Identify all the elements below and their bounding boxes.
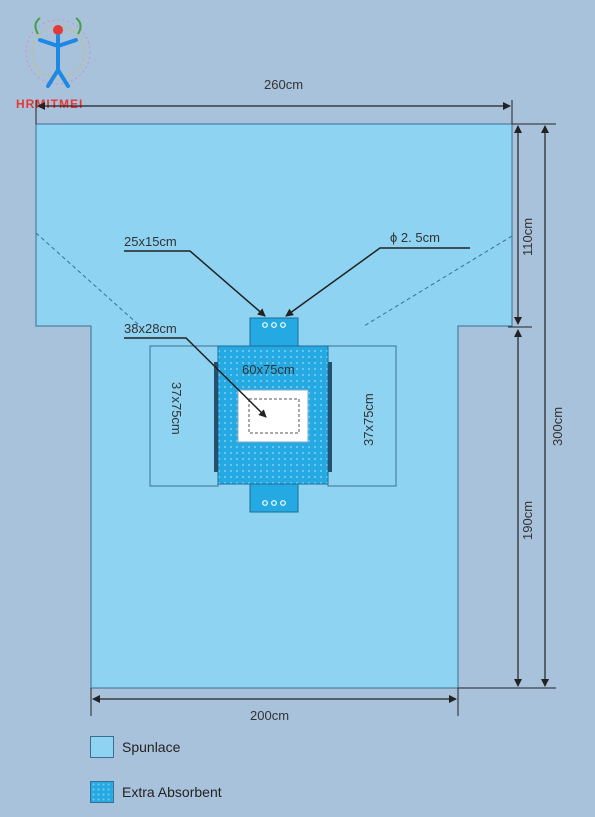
fold-line-left (35, 232, 141, 327)
spunlace-swatch (90, 736, 114, 758)
edge-bar-left (214, 362, 218, 472)
legend-item-absorbent: Extra Absorbent (90, 781, 222, 803)
incise-film (248, 398, 300, 434)
edge-bar-right (328, 362, 332, 472)
left-panel (149, 345, 219, 487)
dim-left-panel: 37x75cm (169, 382, 184, 435)
dim-hole: ϕ 2. 5cm (390, 230, 440, 245)
legend-label-spunlace: Spunlace (122, 739, 181, 755)
legend-item-spunlace: Spunlace (90, 736, 180, 758)
dim-top-height: 110cm (520, 218, 535, 256)
dim-total-height: 300cm (550, 407, 565, 446)
dim-absorbent: 60x75cm (242, 362, 295, 377)
leader-pouch (124, 250, 266, 317)
brand-logo: HRMITMEI (16, 17, 91, 111)
logo-text: HRMITMEI (16, 97, 83, 111)
dim-bottom-height: 190cm (520, 501, 535, 540)
dim-right-panel: 37x75cm (361, 393, 376, 446)
dim-bottom-width: 200cm (250, 708, 289, 723)
fold-line-right (363, 235, 513, 327)
leader-window (124, 337, 267, 418)
right-panel (327, 345, 397, 487)
bottom-strap (249, 483, 299, 513)
dim-top-width: 260cm (264, 77, 303, 92)
dim-pouch: 25x15cm (124, 234, 177, 249)
leader-hole (285, 247, 470, 317)
absorbent-swatch (90, 781, 114, 803)
dim-window: 38x28cm (124, 321, 177, 336)
legend-label-absorbent: Extra Absorbent (122, 784, 222, 800)
